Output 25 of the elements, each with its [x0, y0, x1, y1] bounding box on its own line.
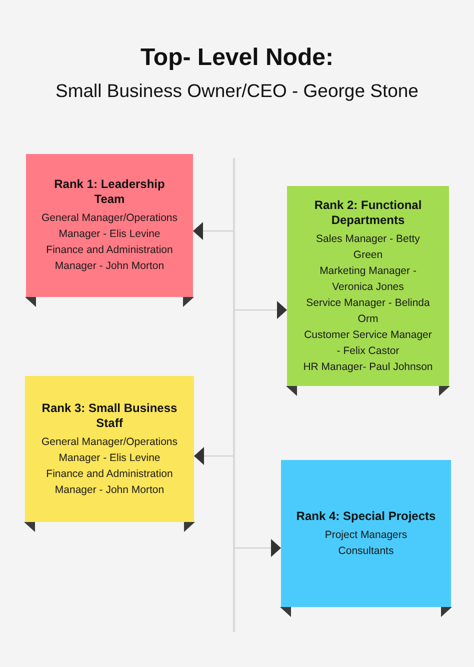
- card-text: Sales Manager - Betty Green: [315, 232, 421, 262]
- card-heading: Rank 3: Small Business Staff: [40, 400, 178, 430]
- connector-arrow: [194, 447, 233, 465]
- card-text: Consultants: [338, 544, 394, 558]
- title: Top- Level Node:: [140, 44, 334, 72]
- subtitle: Small Business Owner/CEO - George Stone: [56, 80, 418, 102]
- card-heading: Rank 4: Special Projects: [296, 508, 436, 524]
- card-text: Finance and Administration Manager - John Morton: [45, 466, 174, 498]
- connector-arrow: [235, 539, 281, 557]
- connector-arrow: [235, 301, 287, 319]
- card-text: Service Manager - Belinda Orm: [305, 296, 431, 326]
- card-text: General Manager/Operations Manager - Elis Levine: [40, 211, 178, 242]
- card-text: HR Manager- Paul Johnson: [303, 360, 433, 374]
- card-text: Customer Service Manager - Felix Castor: [303, 328, 433, 358]
- card-heading: Rank 2: Functional Departments: [313, 198, 423, 228]
- card-text: Marketing Manager - Veronica Jones: [318, 264, 418, 294]
- card-text: General Manager/Operations Manager - Elis Levine: [40, 434, 178, 466]
- card-text: Project Managers: [324, 528, 408, 542]
- card-text: Finance and Administration Manager - John Morton: [45, 243, 174, 274]
- card-heading: Rank 1: Leadership Team: [53, 177, 166, 207]
- rank-card: [287, 186, 449, 386]
- connector-arrow: [193, 222, 233, 240]
- rank-card: [25, 376, 194, 522]
- rank-card: [281, 460, 451, 607]
- rank-card: [26, 154, 193, 297]
